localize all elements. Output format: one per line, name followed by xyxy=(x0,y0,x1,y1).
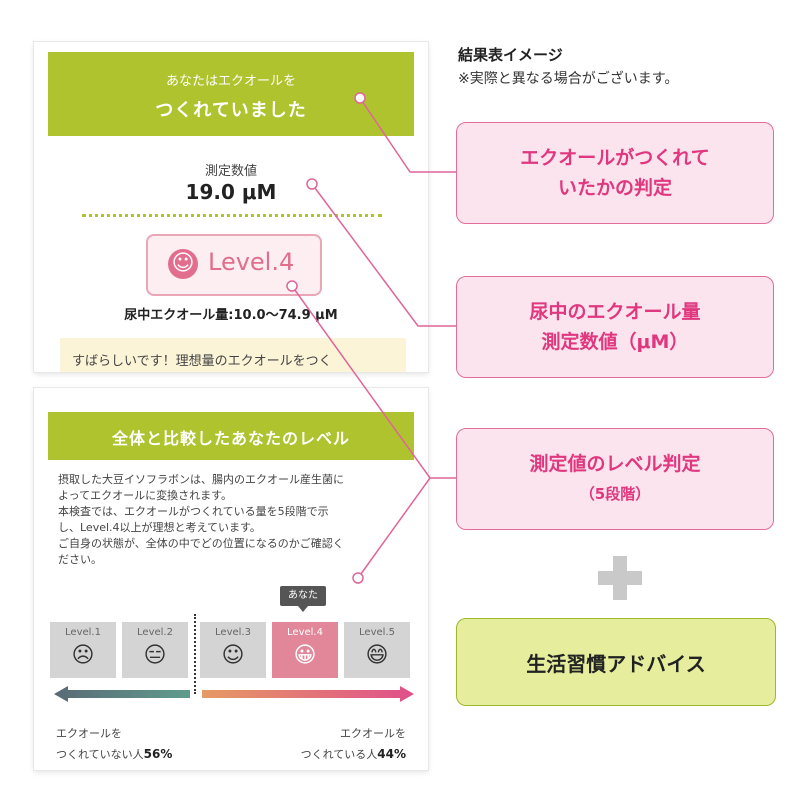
you-marker: あなた xyxy=(280,586,326,612)
comment-box: すばらしいです！理想量のエクオールをつく xyxy=(60,338,406,372)
callout-line: いたかの判定 xyxy=(557,177,672,199)
stat-line: エクオールを xyxy=(340,727,406,740)
top-banner: あなたはエクオールを つくれていました xyxy=(48,52,414,136)
callout-judgement: エクオールがつくれて いたかの判定 xyxy=(456,122,774,224)
grin-face-icon: 😀 xyxy=(293,643,317,668)
level-badge: ☺ Level.4 xyxy=(146,234,322,296)
level-text: Level.4 xyxy=(208,248,295,276)
callout-line: 測定値のレベル判定 xyxy=(529,453,701,475)
callout-level: 測定値のレベル判定 （5段階） xyxy=(456,428,774,530)
level-cell-label: Level.5 xyxy=(359,627,395,638)
left-arrow-icon xyxy=(54,686,190,702)
stat-percent: 44% xyxy=(377,747,406,761)
description: 摂取した大豆イソフラボンは、腸内のエクオール産生菌に よってエクオールに変換され… xyxy=(58,472,408,568)
callout-line: 尿中のエクオール量 xyxy=(529,301,701,323)
laugh-face-icon: 😄 xyxy=(365,643,389,668)
measure-value: 19.0 μM xyxy=(185,180,277,204)
level-cell-label: Level.4 xyxy=(287,627,323,638)
result-note: ※実際と異なる場合がございます。 xyxy=(458,71,679,87)
stat-line: つくれている人44% xyxy=(300,747,406,761)
dotted-divider xyxy=(82,214,382,217)
sad-face-icon: ☹ xyxy=(71,643,95,668)
description-line: し、Level.4以上が理想と考えています。 xyxy=(58,521,261,534)
plus-icon xyxy=(598,556,642,600)
level-divider xyxy=(194,614,196,694)
neutral-face-icon: 😑 xyxy=(143,643,167,668)
level-cell-label: Level.2 xyxy=(137,627,173,638)
level-cell-5: Level.5 😄 xyxy=(344,622,410,678)
stat-percent: 56% xyxy=(143,747,173,761)
callout-line: 測定数値（μM） xyxy=(541,331,689,353)
result-card-bottom: 全体と比較したあなたのレベル 摂取した大豆イソフラボンは、腸内のエクオール産生菌… xyxy=(34,388,428,770)
advice-label: 生活習慣アドバイス xyxy=(526,652,706,676)
producer-stat: エクオールを つくれている人44% xyxy=(286,724,406,765)
comment-text: すばらしいです！理想量のエクオールをつく xyxy=(72,354,332,369)
banner-title: つくれていました xyxy=(155,100,307,121)
level-cell-1: Level.1 ☹ xyxy=(50,622,116,678)
result-card-top: あなたはエクオールを つくれていました 測定数値 19.0 μM ☺ Level… xyxy=(34,42,428,372)
stat-line: つくれていない人56% xyxy=(56,747,173,761)
comparison-banner: 全体と比較したあなたのレベル xyxy=(48,412,414,460)
right-arrow-icon xyxy=(202,686,414,702)
description-line: ご自身の状態が、全体の中でどの位置になるのかご確認く xyxy=(58,537,344,550)
comparison-title: 全体と比較したあなたのレベル xyxy=(111,429,350,448)
level-cell-label: Level.1 xyxy=(65,627,101,638)
result-title: 結果表イメージ xyxy=(458,46,563,64)
level-cell-4: Level.4 😀 xyxy=(272,622,338,678)
non-producer-stat: エクオールを つくれていない人56% xyxy=(56,724,172,765)
banner-subtitle: あなたはエクオールを xyxy=(165,74,296,89)
description-line: 摂取した大豆イソフラボンは、腸内のエクオール産生菌に xyxy=(58,473,344,486)
stat-line: エクオールを xyxy=(56,727,122,740)
description-line: 本検査では、エクオールがつくれている量を5段階で示 xyxy=(58,505,329,518)
advice-box: 生活習慣アドバイス xyxy=(456,618,776,706)
description-line: よってエクオールに変換されます。 xyxy=(58,489,233,502)
smile-icon: ☺ xyxy=(168,249,198,279)
level-cell-2: Level.2 😑 xyxy=(122,622,188,678)
callout-amount: 尿中のエクオール量 測定数値（μM） xyxy=(456,276,774,378)
description-line: ださい。 xyxy=(58,553,102,566)
level-cell-3: Level.3 ☺ xyxy=(200,622,266,678)
callout-line: （5段階） xyxy=(579,485,651,503)
callout-line: エクオールがつくれて xyxy=(520,147,710,169)
range-text: 尿中エクオール量:10.0〜74.9 μM xyxy=(124,308,338,323)
measure-label: 測定数値 xyxy=(204,164,257,179)
level-cell-label: Level.3 xyxy=(215,627,251,638)
smile-face-icon: ☺ xyxy=(221,643,245,668)
